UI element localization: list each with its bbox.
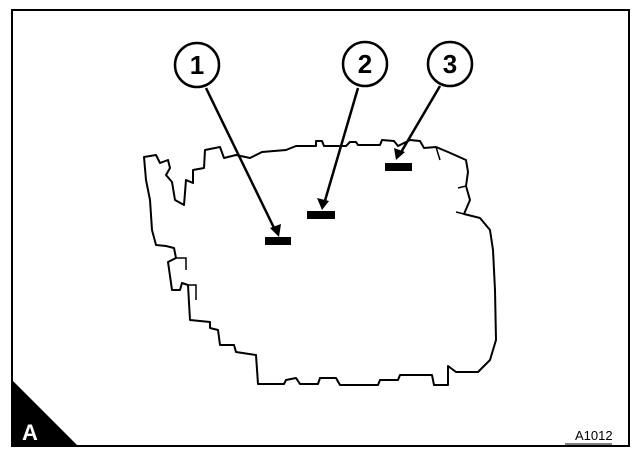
leader-line-2: [322, 87, 360, 205]
callout-number-1: 1: [190, 50, 204, 80]
engine-detail-lines: [176, 146, 467, 300]
callout-circle-2: [341, 40, 389, 88]
marker-2: [307, 211, 335, 219]
marker-3: [385, 163, 412, 171]
callout-number-3: 3: [443, 49, 457, 79]
engine-outline: [143, 139, 497, 386]
arrowhead-1: [270, 224, 281, 237]
corner-label-text: A: [22, 420, 38, 445]
marker-1: [265, 237, 291, 245]
corner-label-badge: [12, 380, 78, 446]
leader-line-3: [398, 85, 442, 155]
arrowhead-3: [394, 148, 405, 160]
reference-code: A1012: [575, 428, 613, 443]
diagram-border: [11, 9, 630, 447]
arrowhead-2: [317, 198, 329, 210]
callout-number-2: 2: [358, 49, 372, 79]
leader-line-1: [204, 87, 278, 233]
callout-circle-3: [426, 40, 474, 88]
callout-circle-1: [173, 41, 221, 89]
